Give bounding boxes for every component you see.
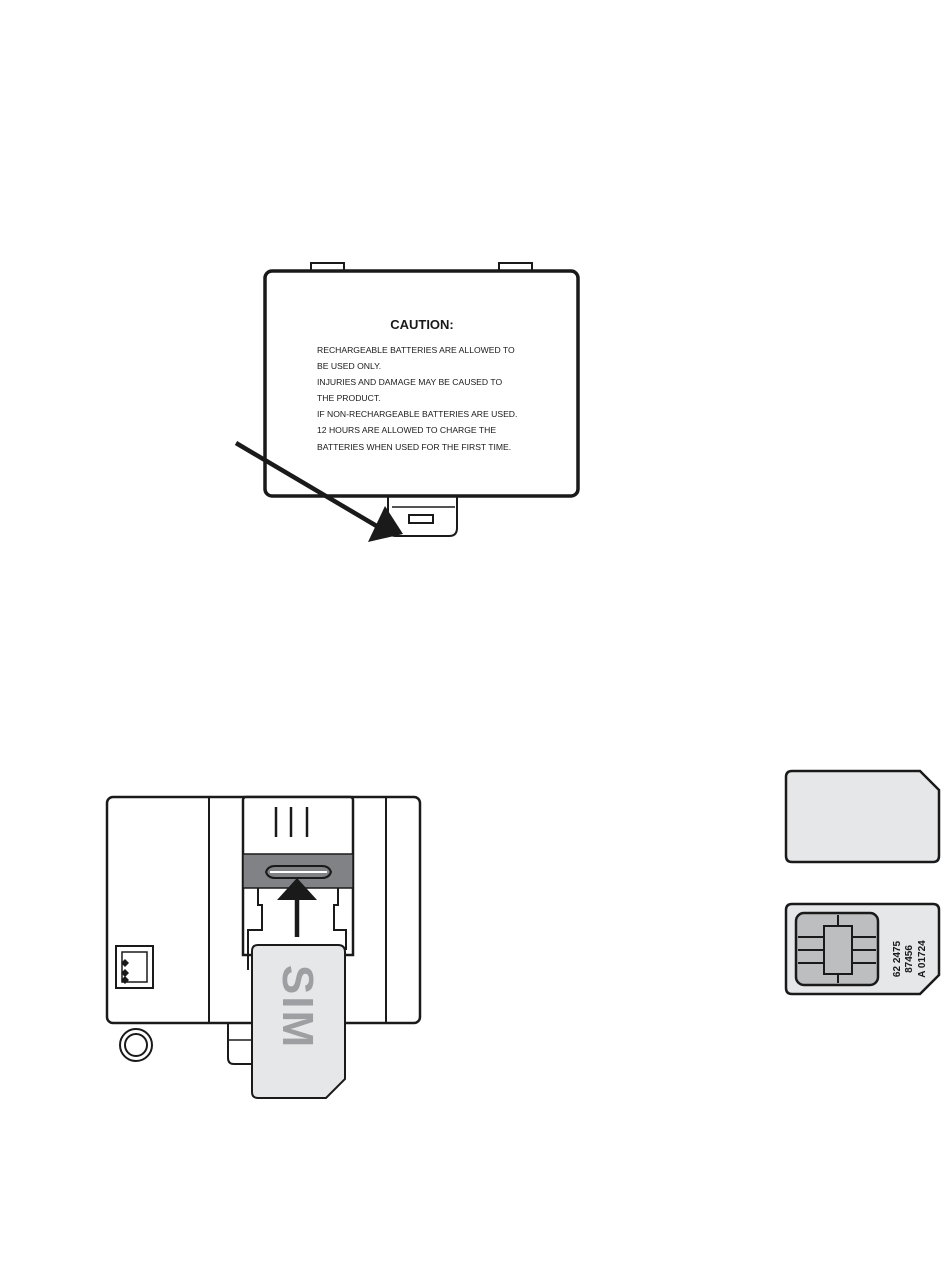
sim-number-line: 62 2475 <box>892 940 903 977</box>
sim-chip <box>796 913 878 985</box>
round-button[interactable] <box>120 1029 152 1061</box>
sim-card-back: 62 2475 87456 A 01724 <box>786 904 939 994</box>
caution-line: BE USED ONLY. <box>317 361 381 371</box>
sim-number-line: A 01724 <box>917 940 928 978</box>
caution-line: BATTERIES WHEN USED FOR THE FIRST TIME. <box>317 442 511 452</box>
bottom-tab <box>228 1023 252 1064</box>
battery-cover: CAUTION: RECHARGEABLE BATTERIES ARE ALLO… <box>265 263 578 536</box>
connector-port <box>116 946 153 988</box>
sim-card-front <box>786 771 939 862</box>
caution-line: IF NON-RECHARGEABLE BATTERIES ARE USED. <box>317 409 517 419</box>
sim-card-inserting[interactable]: SIM <box>252 945 345 1098</box>
caution-line: INJURIES AND DAMAGE MAY BE CAUSED TO <box>317 377 502 387</box>
caution-line: THE PRODUCT. <box>317 393 381 403</box>
sim-number-line: 87456 <box>904 945 915 973</box>
sim-card-label: SIM <box>273 965 322 1049</box>
caution-title: CAUTION: <box>390 317 454 332</box>
caution-line: RECHARGEABLE BATTERIES ARE ALLOWED TO <box>317 345 515 355</box>
caution-line: 12 HOURS ARE ALLOWED TO CHARGE THE <box>317 425 496 435</box>
